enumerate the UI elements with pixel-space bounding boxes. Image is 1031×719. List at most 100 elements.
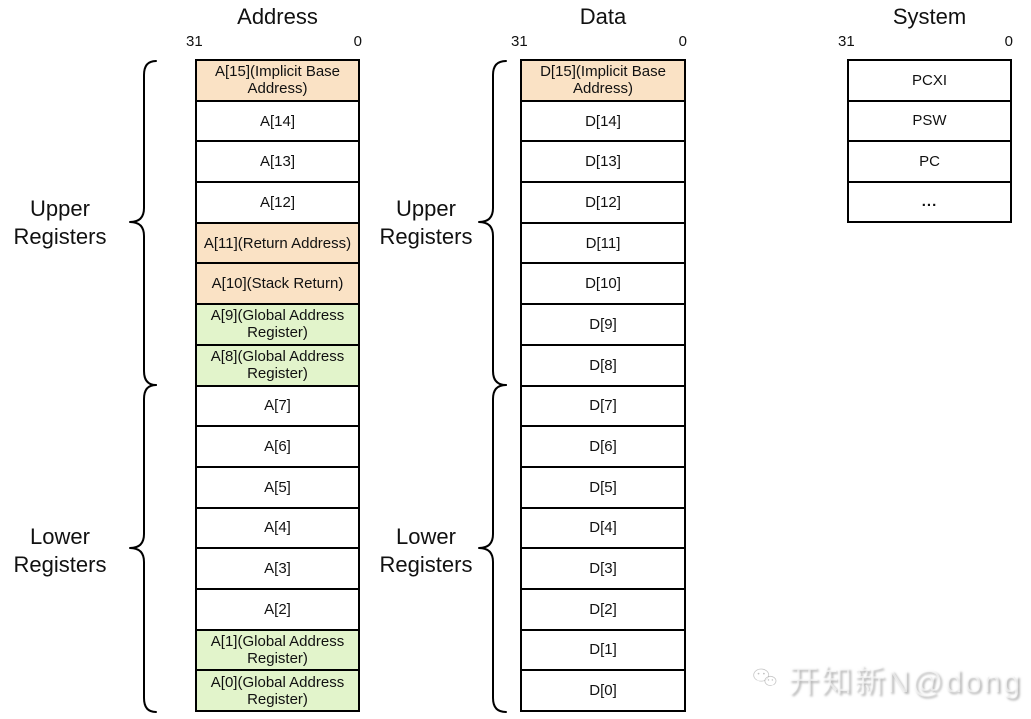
group-label-line: Lower: [30, 524, 90, 549]
register-cell-label: D[5]: [589, 478, 617, 496]
register-cell: D[3]: [522, 549, 684, 590]
data-column-title: Data: [579, 4, 627, 29]
register-cell: A[8](Global Address Register): [197, 345, 358, 387]
register-cell: A[1](Global Address Register): [197, 630, 358, 672]
system-bit-low-label: 0: [1004, 33, 1013, 50]
register-cell-label: A[13]: [259, 153, 296, 171]
data-bit-row: 31 0: [511, 33, 687, 50]
register-cell: D[0]: [522, 671, 684, 710]
register-cell-label: D[1]: [589, 641, 617, 659]
register-cell: D[10]: [522, 264, 684, 306]
register-cell-label: D[6]: [589, 438, 617, 456]
register-cell-label: A[15](Implicit Base Address): [214, 63, 341, 98]
register-cell-label: A[14]: [259, 112, 296, 130]
register-cell-label: D[14]: [585, 112, 621, 130]
register-cell-label: A[2]: [264, 600, 291, 618]
group-label-line: Upper: [396, 196, 456, 221]
group-label-line: Registers: [13, 224, 107, 249]
register-cell-label: D[0]: [589, 682, 617, 700]
register-cell: PCXI: [849, 61, 1010, 102]
register-cell-label: A[4]: [264, 519, 291, 537]
address-lower-brace: [129, 384, 157, 713]
register-cell-label: D[10]: [585, 275, 621, 293]
register-cell: A[5]: [197, 467, 358, 509]
register-cell: A[2]: [197, 589, 358, 631]
register-cell-label: A[3]: [264, 560, 291, 578]
address-upper-brace: [129, 60, 157, 386]
register-cell: D[11]: [522, 223, 684, 265]
register-cell: D[8]: [522, 345, 684, 387]
system-column-title: System: [892, 4, 967, 29]
group-label-line: Lower: [396, 524, 456, 549]
register-cell-label: PC: [919, 152, 940, 170]
register-cell: A[14]: [197, 101, 358, 143]
group-label-line: Registers: [13, 552, 107, 577]
data-bit-high-label: 31: [511, 33, 528, 50]
register-cell: A[15](Implicit Base Address): [197, 61, 358, 102]
data-upper-registers-label: Upper Registers: [367, 195, 485, 251]
address-upper-registers-label: Upper Registers: [0, 195, 120, 251]
register-cell-label: D[13]: [585, 153, 621, 171]
register-cell-label: ...: [921, 193, 938, 211]
register-cell: D[9]: [522, 305, 684, 346]
address-register-column: A[15](Implicit Base Address) A[14] A[13]…: [195, 59, 360, 712]
register-cell: D[7]: [522, 386, 684, 428]
group-label-line: Registers: [379, 224, 473, 249]
register-cell: A[4]: [197, 508, 358, 550]
watermark: 开知新N@dong: [752, 642, 1022, 714]
address-lower-registers-label: Lower Registers: [0, 523, 120, 579]
register-cell-label: PSW: [912, 112, 947, 130]
register-cell-label: A[1](Global Address Register): [210, 632, 345, 667]
register-cell-label: A[5]: [264, 478, 291, 496]
system-register-column: PCXI PSW PC ...: [847, 59, 1012, 223]
address-bit-high-label: 31: [186, 33, 203, 50]
system-bit-high-label: 31: [838, 33, 855, 50]
register-cell-label: PCXI: [911, 71, 947, 89]
register-cell-label: A[10](Stack Return): [211, 275, 344, 293]
register-cell: A[7]: [197, 386, 358, 428]
register-cell-label: A[7]: [264, 397, 291, 415]
register-cell: D[12]: [522, 183, 684, 224]
register-cell-label: A[12]: [259, 193, 296, 211]
register-cell-label: D[15](Implicit Base Address): [540, 63, 666, 98]
register-cell-label: A[0](Global Address Register): [210, 673, 345, 708]
register-cell-label: D[7]: [589, 397, 617, 415]
register-cell: D[5]: [522, 467, 684, 509]
register-cell: A[6]: [197, 427, 358, 468]
register-cell-label: A[9](Global Address Register): [210, 307, 345, 342]
register-cell: A[12]: [197, 183, 358, 224]
register-cell-label: D[11]: [585, 234, 621, 252]
address-bit-row: 31 0: [186, 33, 362, 50]
data-register-column: D[15](Implicit Base Address) D[14] D[13]…: [520, 59, 686, 712]
register-cell: D[13]: [522, 142, 684, 184]
watermark-text: 开知新N@dong: [788, 663, 1022, 699]
register-cell: D[6]: [522, 427, 684, 468]
register-cell-label: A[11](Return Address): [203, 234, 352, 252]
address-bit-low-label: 0: [353, 33, 362, 50]
register-cell: A[9](Global Address Register): [197, 305, 358, 346]
address-column-title: Address: [237, 4, 318, 29]
register-cell: A[3]: [197, 549, 358, 590]
register-cell-label: D[9]: [589, 315, 617, 333]
group-label-line: Upper: [30, 196, 90, 221]
register-cell-label: D[2]: [589, 600, 617, 618]
wechat-icon: [753, 668, 777, 688]
data-bit-low-label: 0: [678, 33, 687, 50]
register-cell: D[1]: [522, 630, 684, 672]
register-cell: PSW: [849, 101, 1010, 142]
register-cell-label: A[6]: [264, 438, 291, 456]
register-cell-label: A[8](Global Address Register): [210, 348, 345, 383]
group-label-line: Registers: [379, 552, 473, 577]
register-cell: A[11](Return Address): [197, 223, 358, 265]
data-lower-registers-label: Lower Registers: [367, 523, 485, 579]
register-cell: D[2]: [522, 589, 684, 631]
register-cell: A[10](Stack Return): [197, 264, 358, 306]
register-cell: PC: [849, 142, 1010, 183]
register-cell: A[0](Global Address Register): [197, 671, 358, 710]
system-bit-row: 31 0: [838, 33, 1013, 50]
register-cell-label: D[4]: [589, 519, 617, 537]
register-cell: D[14]: [522, 101, 684, 143]
register-cell: D[4]: [522, 508, 684, 550]
register-cell-label: D[12]: [585, 193, 621, 211]
